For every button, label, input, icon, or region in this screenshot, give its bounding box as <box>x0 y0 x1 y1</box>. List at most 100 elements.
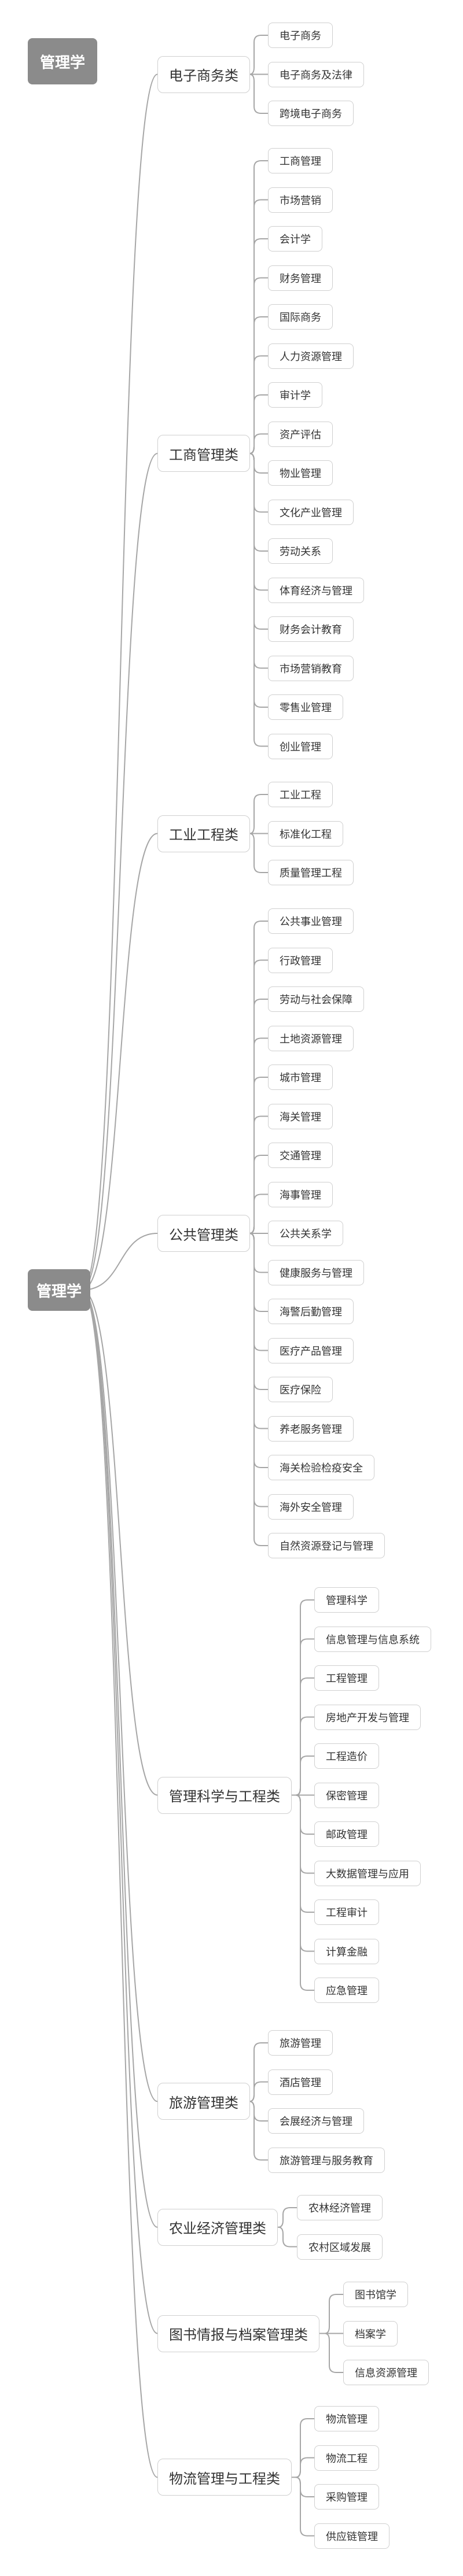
leaf-link <box>295 2477 314 2497</box>
root-node[interactable]: 管理学 <box>28 1269 90 1311</box>
leaf-node[interactable]: 海关检验检疫安全 <box>268 1455 374 1480</box>
category-node[interactable]: 公共管理类 <box>157 1215 250 1252</box>
leaf-node[interactable]: 城市管理 <box>268 1065 333 1090</box>
category-node[interactable]: 工商管理类 <box>157 435 250 472</box>
leaf-node[interactable]: 档案学 <box>343 2320 398 2346</box>
root-link <box>82 453 158 1291</box>
title-badge: 管理学 <box>28 38 97 84</box>
leaf-node[interactable]: 图书馆学 <box>343 2282 408 2307</box>
leaf-node[interactable]: 土地资源管理 <box>268 1025 354 1051</box>
leaf-node[interactable]: 人力资源管理 <box>268 343 354 369</box>
leaf-node[interactable]: 信息管理与信息系统 <box>314 1626 431 1652</box>
leaf-node[interactable]: 审计学 <box>268 382 322 408</box>
leaf-node[interactable]: 电子商务及法律 <box>268 61 364 87</box>
leaf-link <box>249 1037 268 1234</box>
leaf-node[interactable]: 会展经济与管理 <box>268 2108 364 2134</box>
leaf-link <box>249 453 268 669</box>
leaf-node[interactable]: 资产评估 <box>268 421 333 447</box>
leaf-node[interactable]: 大数据管理与应用 <box>314 1860 421 1886</box>
leaf-link <box>249 453 268 552</box>
root-link <box>82 1289 158 2228</box>
leaf-node[interactable]: 文化产业管理 <box>268 499 354 525</box>
leaf-node[interactable]: 质量管理工程 <box>268 860 354 885</box>
leaf-link <box>249 35 268 75</box>
leaf-node[interactable]: 采购管理 <box>314 2484 379 2510</box>
leaf-node[interactable]: 海关管理 <box>268 1103 333 1129</box>
leaf-node[interactable]: 零售业管理 <box>268 694 343 720</box>
leaf-node[interactable]: 标准化工程 <box>268 821 343 847</box>
leaf-link <box>324 2333 343 2373</box>
leaf-node[interactable]: 会计学 <box>268 226 322 252</box>
leaf-node[interactable]: 市场营销教育 <box>268 655 354 681</box>
leaf-node[interactable]: 物流工程 <box>314 2445 379 2471</box>
leaf-link <box>249 1233 268 1273</box>
leaf-node[interactable]: 行政管理 <box>268 947 333 973</box>
leaf-link <box>295 2418 314 2478</box>
category-node[interactable]: 农业经济管理类 <box>157 2208 278 2246</box>
leaf-link <box>249 959 268 1234</box>
leaf-node[interactable]: 应急管理 <box>314 1978 379 2003</box>
leaf-node[interactable]: 海事管理 <box>268 1181 333 1207</box>
leaf-link <box>324 2294 343 2334</box>
leaf-node[interactable]: 农林经济管理 <box>297 2195 383 2220</box>
leaf-node[interactable]: 工商管理 <box>268 148 333 173</box>
category-node[interactable]: 电子商务类 <box>157 56 250 93</box>
leaf-node[interactable]: 物流管理 <box>314 2406 379 2431</box>
leaf-link <box>249 833 268 873</box>
leaf-link <box>249 794 268 834</box>
leaf-link <box>249 1233 268 1546</box>
leaf-node[interactable]: 海外安全管理 <box>268 1494 354 1520</box>
leaf-link <box>278 2226 297 2248</box>
leaf-node[interactable]: 工程审计 <box>314 1899 379 1925</box>
leaf-link <box>249 1115 268 1234</box>
leaf-node[interactable]: 海警后勤管理 <box>268 1299 354 1324</box>
leaf-link <box>249 277 268 454</box>
leaf-node[interactable]: 医疗保险 <box>268 1377 333 1402</box>
leaf-node[interactable]: 劳动关系 <box>268 538 333 564</box>
leaf-link <box>295 1599 314 1796</box>
leaf-node[interactable]: 财务会计教育 <box>268 616 354 642</box>
root-link <box>82 833 158 1291</box>
leaf-node[interactable]: 旅游管理 <box>268 2030 333 2056</box>
leaf-node[interactable]: 供应链管理 <box>314 2523 389 2549</box>
leaf-node[interactable]: 电子商务 <box>268 23 333 48</box>
root-link <box>82 1233 158 1291</box>
category-node[interactable]: 工业工程类 <box>157 815 250 852</box>
leaf-node[interactable]: 工程管理 <box>314 1665 379 1691</box>
leaf-node[interactable]: 健康服务与管理 <box>268 1259 364 1285</box>
leaf-link <box>278 2207 297 2228</box>
leaf-node[interactable]: 农村区域发展 <box>297 2234 383 2260</box>
leaf-node[interactable]: 体育经济与管理 <box>268 577 364 603</box>
leaf-node[interactable]: 工业工程 <box>268 782 333 807</box>
leaf-node[interactable]: 旅游管理与服务教育 <box>268 2147 385 2173</box>
leaf-node[interactable]: 信息资源管理 <box>343 2360 429 2385</box>
leaf-node[interactable]: 邮政管理 <box>314 1821 379 1847</box>
leaf-node[interactable]: 财务管理 <box>268 265 333 291</box>
leaf-node[interactable]: 市场营销 <box>268 187 333 213</box>
leaf-link <box>249 160 268 454</box>
leaf-node[interactable]: 自然资源登记与管理 <box>268 1533 385 1558</box>
leaf-node[interactable]: 交通管理 <box>268 1143 333 1168</box>
leaf-node[interactable]: 房地产开发与管理 <box>314 1704 421 1730</box>
category-node[interactable]: 管理科学与工程类 <box>157 1776 292 1814</box>
leaf-node[interactable]: 物业管理 <box>268 460 333 486</box>
leaf-node[interactable]: 管理科学 <box>314 1587 379 1613</box>
leaf-node[interactable]: 养老服务管理 <box>268 1415 354 1442</box>
category-node[interactable]: 物流管理与工程类 <box>157 2459 292 2496</box>
leaf-node[interactable]: 跨境电子商务 <box>268 101 354 126</box>
leaf-node[interactable]: 计算金融 <box>314 1938 379 1964</box>
leaf-link <box>249 394 268 454</box>
leaf-node[interactable]: 创业管理 <box>268 733 333 759</box>
leaf-node[interactable]: 公共关系学 <box>268 1221 343 1246</box>
leaf-node[interactable]: 保密管理 <box>314 1782 379 1808</box>
leaf-node[interactable]: 劳动与社会保障 <box>268 986 364 1012</box>
root-link <box>82 1289 158 1796</box>
leaf-node[interactable]: 公共事业管理 <box>268 908 354 934</box>
leaf-node[interactable]: 工程造价 <box>314 1743 379 1769</box>
leaf-node[interactable]: 医疗产品管理 <box>268 1337 354 1363</box>
leaf-node[interactable]: 国际商务 <box>268 304 333 330</box>
category-node[interactable]: 图书情报与档案管理类 <box>157 2315 319 2352</box>
leaf-node[interactable]: 酒店管理 <box>268 2069 333 2095</box>
category-node[interactable]: 旅游管理类 <box>157 2083 250 2120</box>
leaf-link <box>249 453 268 708</box>
